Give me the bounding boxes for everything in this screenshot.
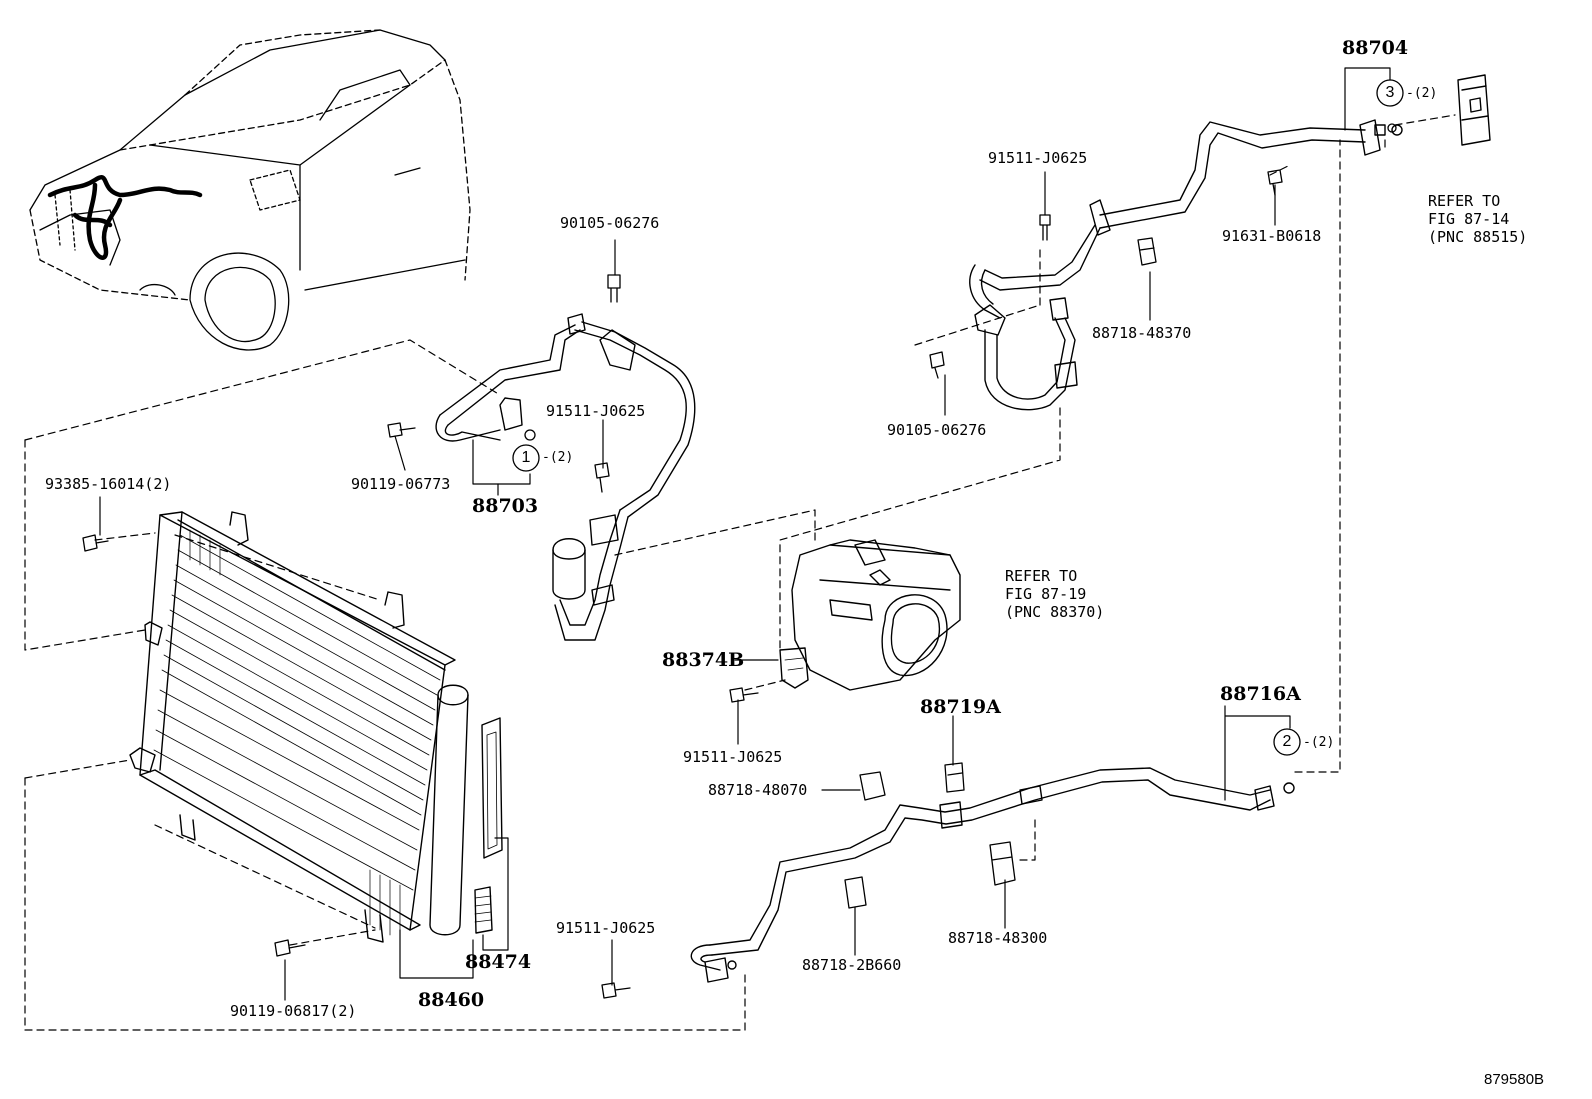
callout-3-qty: -(2)	[1406, 86, 1438, 101]
label-88718-48300: 88718-48300	[948, 929, 1048, 947]
label-90105-06276-upper: 90105-06276	[560, 214, 660, 232]
vehicle-illustration	[29, 29, 471, 351]
figure-id: 879580B	[1484, 1071, 1545, 1088]
label-88704: 88704	[1342, 37, 1409, 59]
leader-lines	[24, 114, 1456, 1031]
refer-line-3: (PNC 88370)	[1005, 603, 1105, 621]
label-90105-06276-lower: 90105-06276	[887, 421, 987, 439]
label-88460: 88460	[418, 989, 485, 1011]
liquid-line	[690, 767, 1295, 983]
refer-line-2: FIG 87-19	[1005, 585, 1087, 603]
compressor	[779, 539, 961, 691]
callout-1-qty: -(2)	[542, 450, 574, 465]
label-91631-b0618: 91631-B0618	[1222, 227, 1322, 245]
suction-hose-upper	[969, 74, 1491, 411]
label-88718-48070: 88718-48070	[708, 781, 808, 799]
label-88703: 88703	[472, 495, 539, 517]
label-93385-16014: 93385-16014(2)	[45, 475, 172, 493]
label-88719a: 88719A	[920, 696, 1001, 718]
refer-fig-87-14: REFER TO FIG 87-14 (PNC 88515)	[1428, 192, 1527, 246]
condenser	[129, 511, 503, 943]
label-91511-j0625-compressor: 91511-J0625	[683, 748, 783, 766]
label-91511-j0625-mid: 91511-J0625	[546, 402, 646, 420]
callout-3: 3	[1385, 84, 1395, 101]
callout-1: 1	[521, 449, 531, 466]
callout-2: 2	[1282, 733, 1292, 750]
refer-line-1: REFER TO	[1428, 192, 1501, 210]
fasteners	[82, 123, 1397, 999]
refer-line-1: REFER TO	[1005, 567, 1078, 585]
label-88374b: 88374B	[662, 649, 745, 671]
refer-line-2: FIG 87-14	[1428, 210, 1510, 228]
callout-circles	[512, 79, 1404, 756]
label-88718-48370: 88718-48370	[1092, 324, 1192, 342]
refer-fig-87-19: REFER TO FIG 87-19 (PNC 88370)	[1005, 567, 1104, 621]
label-88474: 88474	[465, 951, 532, 973]
label-88718-2b660: 88718-2B660	[802, 956, 902, 974]
label-90119-06773: 90119-06773	[351, 475, 451, 493]
label-91511-j0625-top: 91511-J0625	[988, 149, 1088, 167]
label-88716a: 88716A	[1220, 683, 1301, 705]
callout-2-qty: -(2)	[1303, 735, 1335, 750]
label-91511-j0625-bottom: 91511-J0625	[556, 919, 656, 937]
discharge-hose	[435, 313, 696, 641]
label-90119-06817: 90119-06817(2)	[230, 1002, 357, 1020]
refer-line-3: (PNC 88515)	[1428, 228, 1528, 246]
part-leader-lines	[99, 67, 1391, 1001]
